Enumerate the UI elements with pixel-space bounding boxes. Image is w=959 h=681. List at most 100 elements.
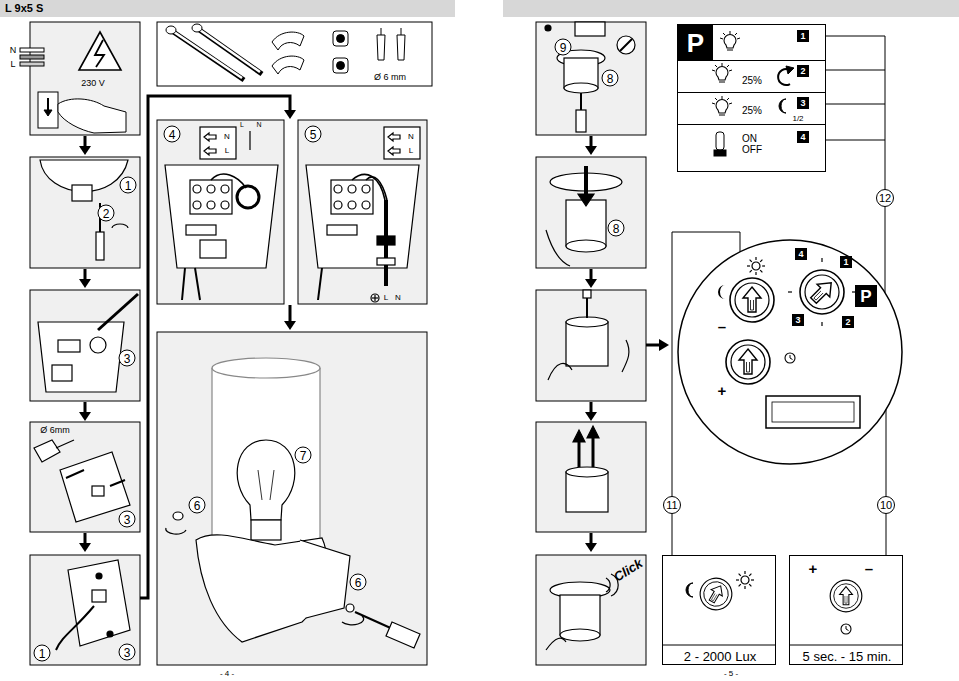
wire-name: L [10,60,15,69]
lamp-assembly [386,622,420,648]
sensor-steps [576,110,586,132]
node-text: P [855,285,877,307]
sound-note: Click [611,556,644,583]
page-number: - 5 - [724,670,738,678]
callout-number: 1 [120,177,137,194]
mains-warning [20,32,126,133]
sensor-steps [564,83,598,93]
lamp-assembly [173,512,183,520]
callout-number: 9 [555,39,572,56]
panel-frame [30,22,646,665]
sensor-steps [617,36,635,54]
backplate-mounted [107,631,113,637]
flow-arrow [79,136,91,155]
node-text: – [718,319,726,334]
voltage: 230 V [81,79,105,88]
callout-number: 8 [602,70,619,87]
mode-row: 1 [712,24,826,60]
terminal-housing [348,185,356,193]
fixing-parts [401,28,402,35]
callout-number: 8 [608,220,625,237]
node-text: 2 [797,65,809,77]
drilling [34,440,130,522]
terminal-housing [374,295,375,301]
drilling [92,486,104,496]
lamp-head [96,232,104,260]
dial-outline [678,240,902,464]
terminal-housing [327,225,357,235]
panel-frame [536,422,646,532]
panel-frame [157,22,432,86]
panel-frame [30,157,140,268]
lamp-assembly [355,612,395,630]
fixing-parts [397,35,405,60]
flow-arrow [585,402,597,421]
mode-table-icons [786,66,794,74]
mains-warning [95,40,104,67]
callout-number: 12 [876,189,894,207]
wire-name: L [409,147,413,155]
lamp-head [72,185,92,201]
mode-table-icons [779,99,786,113]
leader-line [672,232,740,555]
mains-warning [79,32,121,70]
leader-line [672,232,740,555]
wire-name: L [225,147,229,155]
fixing-parts [333,58,348,73]
lamp-assembly [251,520,281,540]
flow-arrow [79,96,669,598]
node-text: 25% [742,106,762,116]
terminal-housing [221,185,229,193]
backplate-mounted [92,590,106,602]
callout-number: 6 [350,574,367,591]
terminal-housing [193,185,201,193]
flow-arrow [289,305,292,322]
terminal-housing [306,165,419,268]
drilling [66,470,84,478]
wire-name: N [408,133,414,141]
setting-box: +–5 sec. - 15 min. [789,555,903,665]
sensor-steps [573,430,585,442]
panel-frame [536,22,646,135]
panel-frame [536,290,646,401]
terminal-housing [362,185,370,193]
mains-warning [58,99,126,133]
panel-frame [536,157,646,268]
sensor-steps [620,39,632,51]
setting-boxes [789,645,903,646]
sensor-steps [566,317,608,327]
sensor-steps [546,638,566,650]
terminal-housing [334,201,342,209]
terminal-housing [249,131,250,150]
dimension: Ø 6 mm [374,73,406,82]
leader-line [886,410,887,555]
wire-name: N [10,46,17,55]
node-text: 3 [792,314,804,326]
terminal-housing [388,147,400,155]
fixing-parts [272,56,304,74]
mode-table-icons [720,31,740,50]
terminal-housing [193,201,201,209]
terminal-housing [388,133,400,141]
lamp-head [40,160,128,260]
callout-number: 3 [119,511,136,528]
sensor-steps [578,194,594,206]
mode-table-icons [716,132,724,150]
terminal-housing [384,127,420,159]
terminal-housing [204,147,216,155]
sensor-steps [566,322,608,366]
drilling [60,452,130,522]
drilling [110,480,125,486]
sensor-steps [586,296,588,318]
node-text: 25% [742,76,762,86]
panel-frame [536,555,646,665]
lamp-assembly [346,604,354,612]
setting-boxes [686,583,693,597]
panel-frame [157,332,427,665]
terminal-housing [207,185,215,193]
wire-name: L [384,294,388,302]
header-bar [503,0,959,17]
fixing-parts [200,30,260,72]
backplate [38,322,124,392]
